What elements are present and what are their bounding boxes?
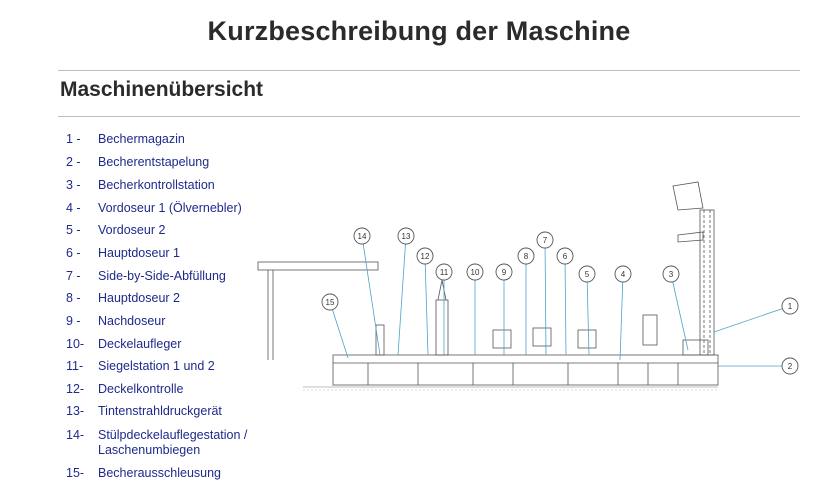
svg-text:2: 2	[788, 362, 793, 371]
svg-text:6: 6	[563, 252, 568, 261]
callout-6	[556, 247, 574, 265]
svg-text:11: 11	[440, 268, 449, 277]
svg-text:4: 4	[621, 270, 626, 279]
callout-10	[466, 263, 484, 281]
callout-3	[662, 265, 680, 283]
callout-4	[614, 265, 632, 283]
svg-text:9: 9	[502, 268, 507, 277]
callout-9	[495, 263, 513, 281]
svg-text:13: 13	[402, 232, 411, 241]
divider-top	[58, 70, 800, 71]
callout-13	[397, 227, 415, 245]
section-title: Maschinenübersicht	[60, 78, 264, 101]
svg-text:10: 10	[471, 268, 480, 277]
svg-text:1: 1	[788, 302, 793, 311]
machine-overview-diagram: 1 2 3 4 5 6 7 8 9 10 11 12 13 14 15	[257, 181, 799, 391]
callout-2	[781, 357, 799, 375]
svg-text:8: 8	[524, 252, 529, 261]
svg-text:7: 7	[543, 236, 548, 245]
document-title: Kurzbeschreibung der Maschine	[207, 16, 631, 46]
callout-8	[517, 247, 535, 265]
svg-text:15: 15	[326, 298, 335, 307]
callout-12	[416, 247, 434, 265]
callout-5	[578, 265, 596, 283]
svg-text:5: 5	[585, 270, 590, 279]
callout-1	[781, 297, 799, 315]
callout-7	[536, 231, 554, 249]
callout-14	[353, 227, 371, 245]
callout-15	[321, 293, 339, 311]
divider-section	[58, 116, 800, 117]
svg-text:14: 14	[358, 232, 367, 241]
svg-text:3: 3	[669, 270, 674, 279]
svg-text:12: 12	[421, 252, 430, 261]
callout-11	[435, 263, 453, 281]
